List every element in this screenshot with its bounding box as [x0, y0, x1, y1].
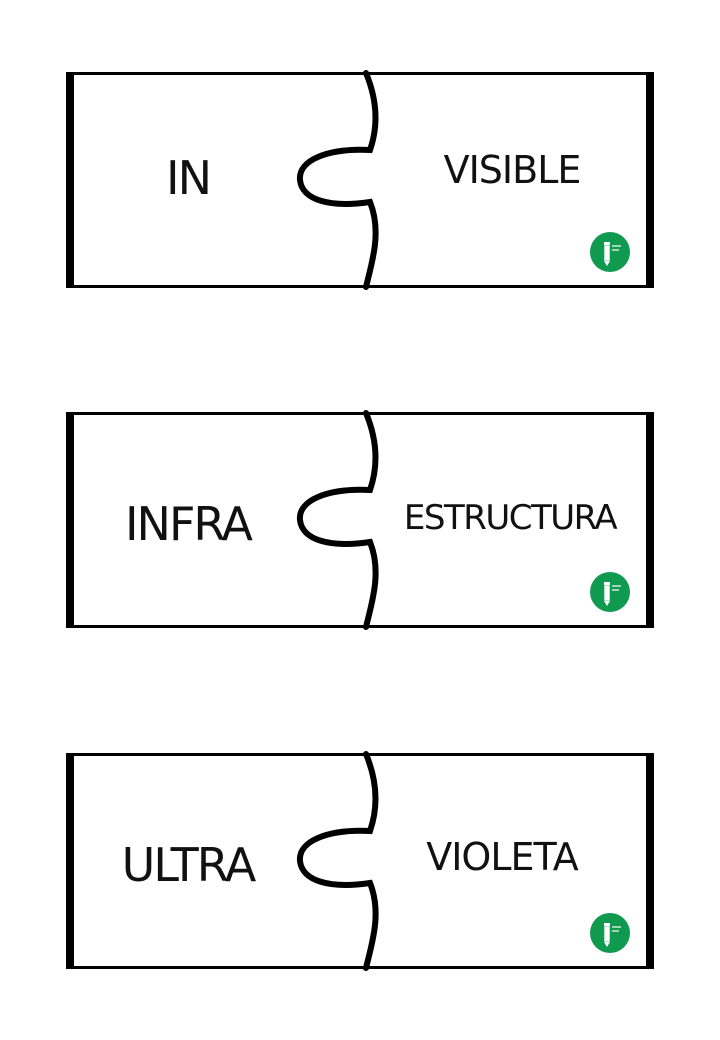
pencil-logo-icon — [590, 913, 630, 953]
puzzle-card-3: ULTRA VIOLETA — [66, 751, 654, 971]
pencil-logo-icon — [590, 572, 630, 612]
puzzle-outline — [66, 410, 654, 630]
puzzle-card-2: INFRA ESTRUCTURA — [66, 410, 654, 630]
suffix-text: VISIBLE — [443, 148, 582, 192]
pencil-logo-icon — [590, 232, 630, 272]
prefix-text: IN — [166, 151, 212, 205]
suffix-text: VIOLETA — [426, 835, 579, 879]
puzzle-card-1: IN VISIBLE — [66, 70, 654, 290]
suffix-text: ESTRUCTURA — [403, 498, 618, 538]
puzzle-outline — [66, 70, 654, 290]
prefix-text: INFRA — [124, 497, 253, 551]
prefix-text: ULTRA — [121, 838, 257, 892]
puzzle-outline — [66, 751, 654, 971]
